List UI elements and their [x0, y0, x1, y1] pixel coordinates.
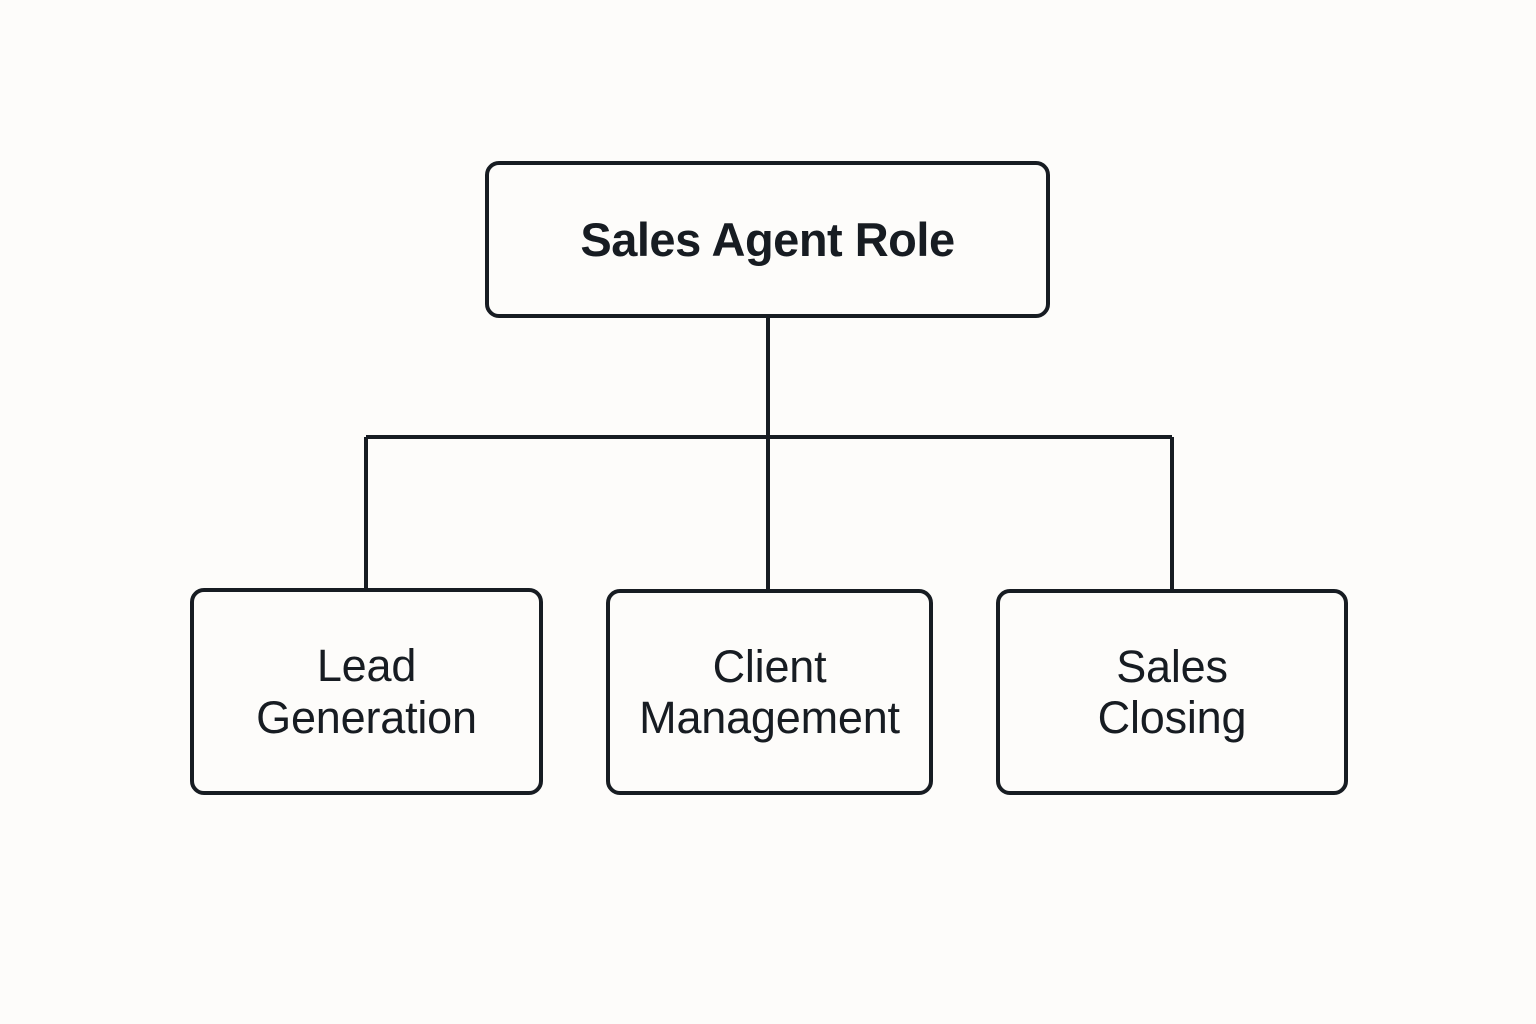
node-child-label: Client Management — [639, 640, 900, 743]
node-sales-closing[interactable]: Sales Closing — [996, 589, 1348, 795]
node-root-label: Sales Agent Role — [580, 212, 955, 266]
node-child-label: Sales Closing — [1097, 640, 1247, 743]
node-lead-generation[interactable]: Lead Generation — [190, 588, 543, 795]
node-client-management[interactable]: Client Management — [606, 589, 933, 795]
node-sales-agent-role[interactable]: Sales Agent Role — [485, 161, 1050, 318]
node-child-label: Lead Generation — [256, 640, 477, 743]
